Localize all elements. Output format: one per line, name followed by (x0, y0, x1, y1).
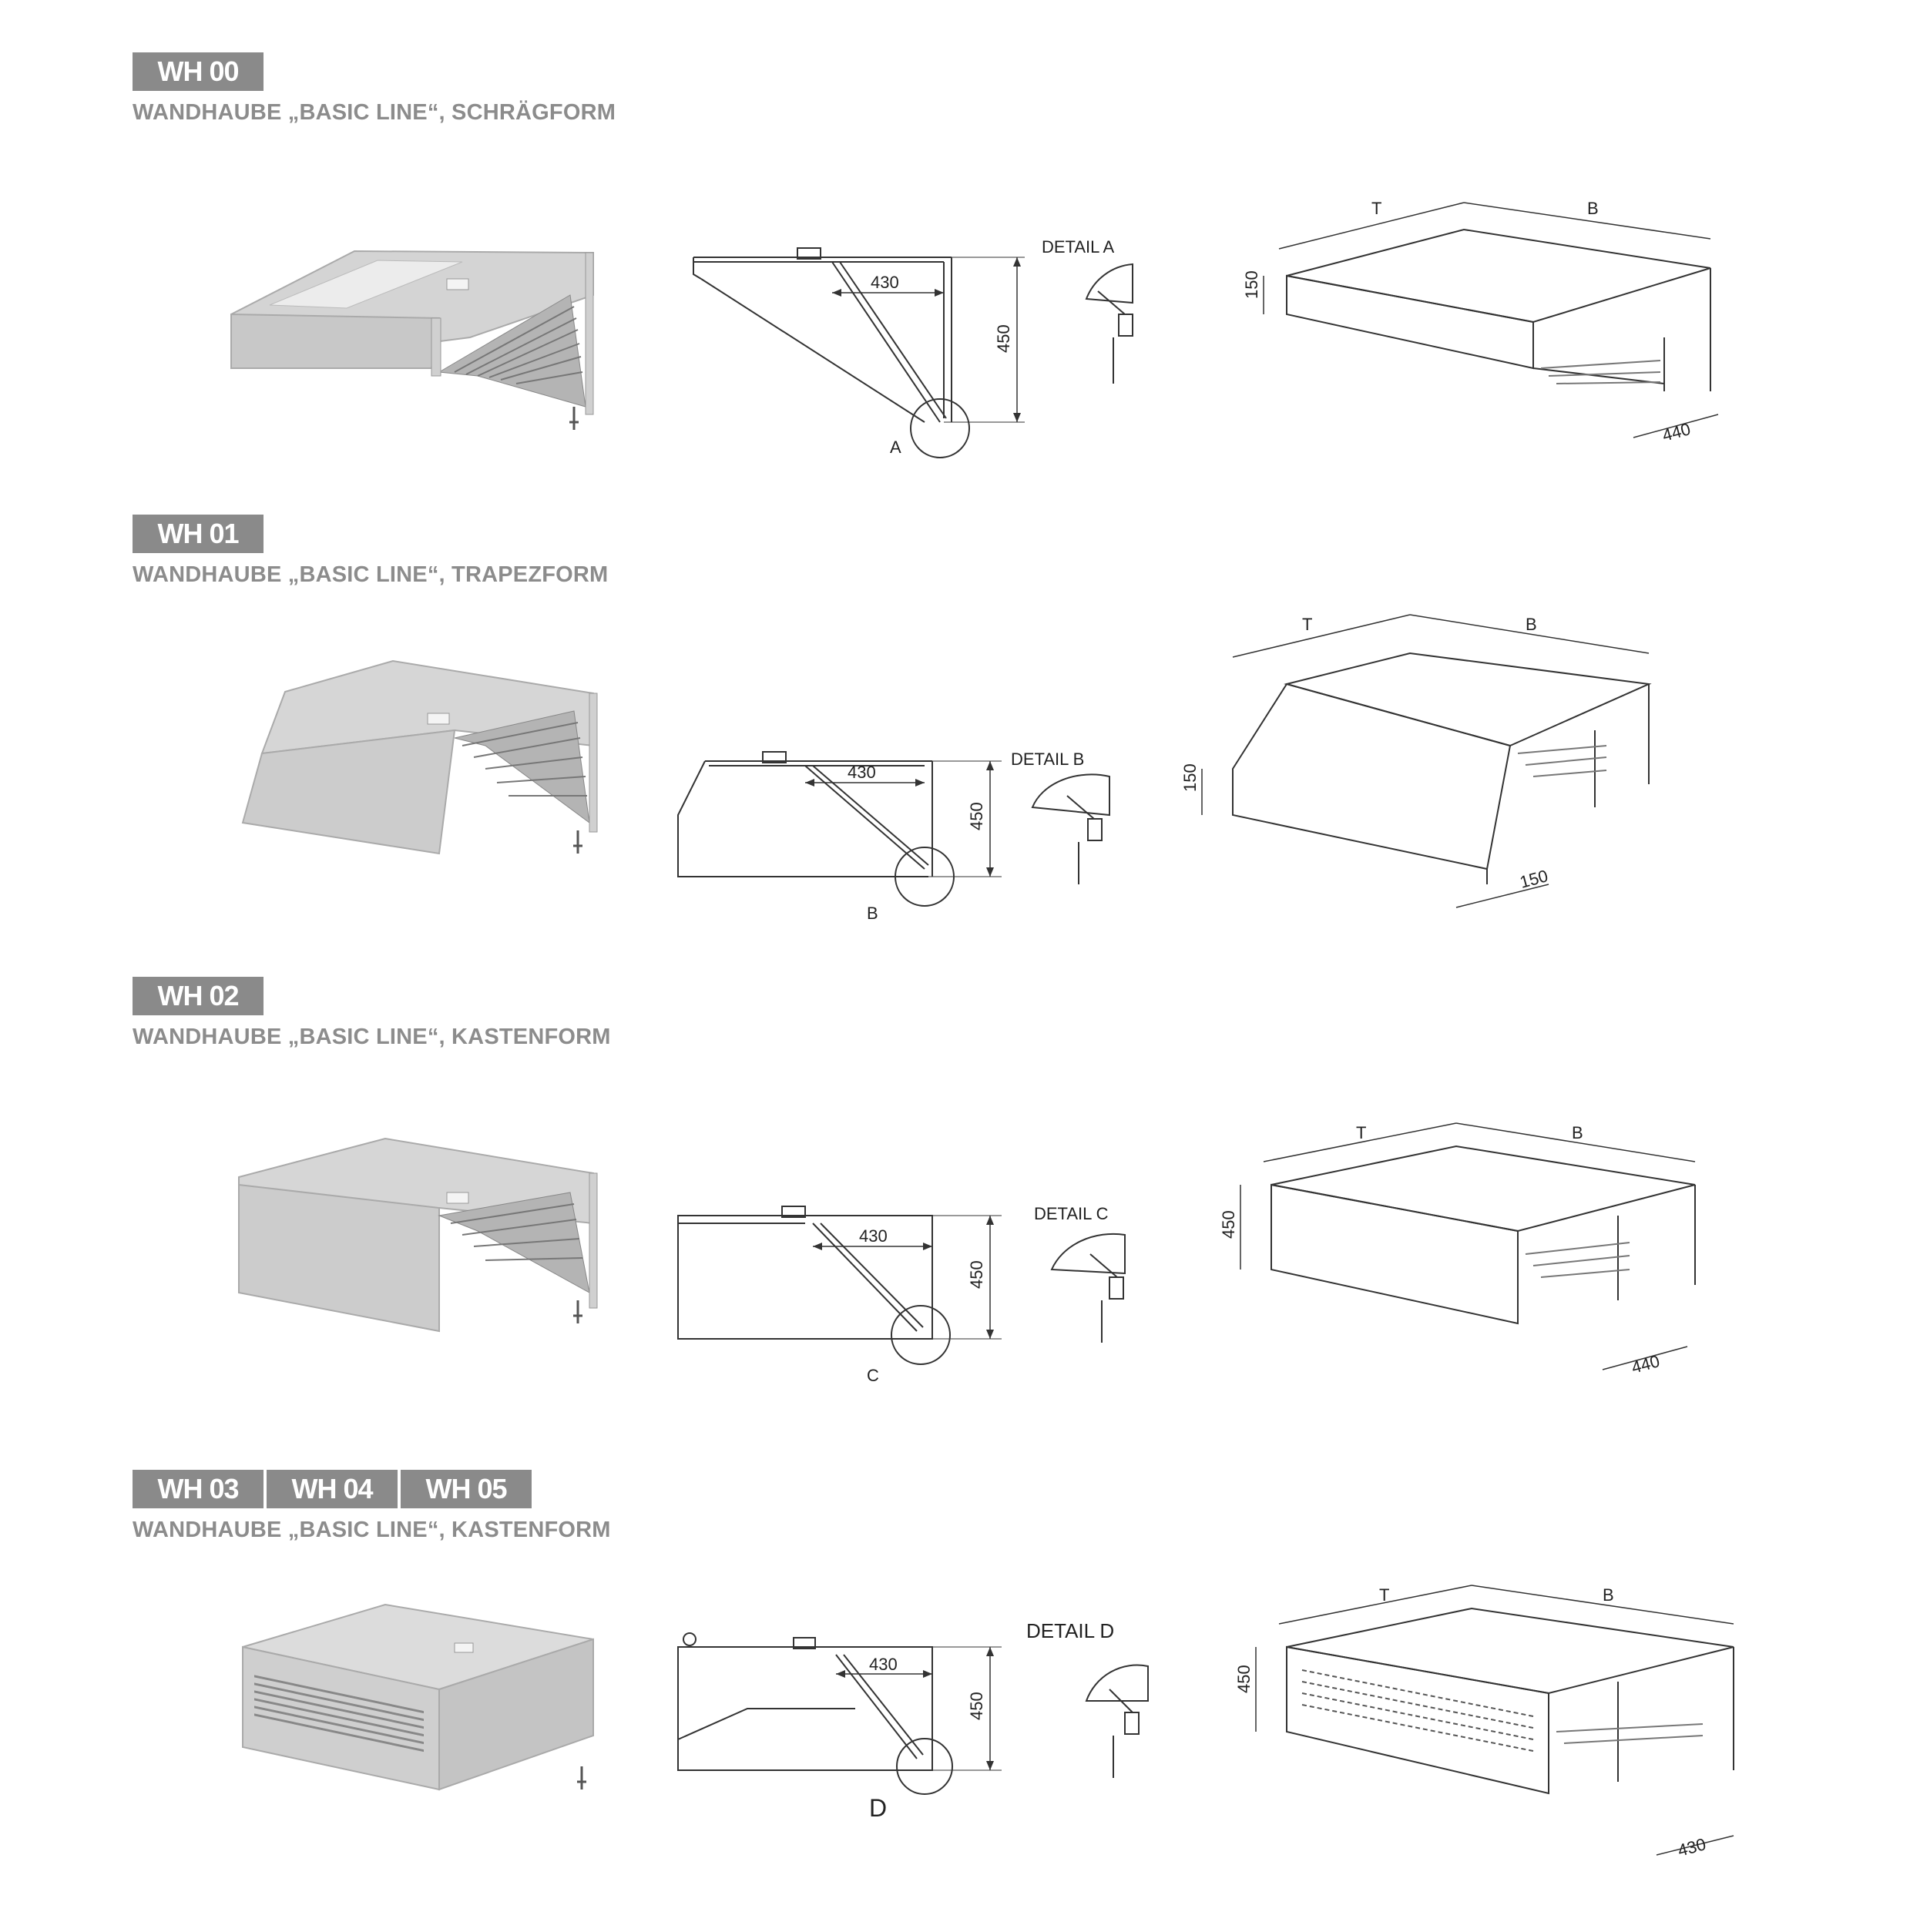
iso-front-dim: 450 (1219, 1210, 1238, 1239)
iso-b-dim: B (1526, 615, 1537, 634)
iso-front-dim: 150 (1180, 763, 1200, 792)
detail-title: DETAIL C (1034, 1204, 1109, 1223)
section-drawing: 430 450 D (677, 1632, 1002, 1822)
detail-drawing: DETAIL A (1042, 237, 1133, 384)
iso-drawing: T B 150 440 (1242, 199, 1719, 445)
detail-marker: B (867, 904, 878, 923)
model-badge: WH 02 (133, 977, 264, 1015)
section-drawing: 430 450 B (677, 751, 1002, 923)
badge-group: WH 03 WH 04 WH 05 (133, 1470, 532, 1508)
detail-drawing: DETAIL D (1026, 1619, 1149, 1778)
section-width-dim: 430 (871, 273, 899, 292)
badge-group: WH 02 (133, 977, 264, 1015)
section-height-dim: 450 (967, 1692, 986, 1720)
product-render (230, 250, 594, 430)
iso-t-dim: T (1371, 199, 1381, 218)
iso-drawing: T B 450 440 (1219, 1122, 1696, 1377)
iso-drawing: T B 450 430 (1234, 1585, 1734, 1860)
section-wh03-05: WH 03 WH 04 WH 05 WANDHAUBE „BASIC LINE“… (0, 1470, 1910, 1932)
section-drawing: 430 450 A (693, 247, 1025, 458)
section-subtitle: WANDHAUBE „BASIC LINE“, TRAPEZFORM (133, 562, 609, 587)
badge-group: WH 01 (133, 515, 264, 553)
iso-bottom-dim: 150 (1518, 866, 1550, 892)
detail-drawing: DETAIL B (1011, 750, 1110, 884)
product-render (238, 1137, 598, 1333)
detail-marker: C (867, 1366, 879, 1385)
iso-t-dim: T (1302, 615, 1312, 634)
detail-marker: A (890, 438, 901, 457)
product-render (242, 1603, 594, 1791)
section-drawing: 430 450 C (677, 1206, 1002, 1385)
section-wh00: WH 00 WANDHAUBE „BASIC LINE“, SCHRÄGFORM (0, 52, 1910, 515)
section-width-dim: 430 (869, 1655, 898, 1674)
iso-b-dim: B (1587, 199, 1599, 218)
iso-b-dim: B (1603, 1585, 1614, 1605)
iso-drawing: T B 150 150 (1180, 614, 1652, 908)
iso-bottom-dim: 440 (1630, 1351, 1662, 1377)
section-width-dim: 430 (848, 763, 876, 782)
section-subtitle: WANDHAUBE „BASIC LINE“, KASTENFORM (133, 1025, 611, 1049)
section-wh02: WH 02 WANDHAUBE „BASIC LINE“, KASTENFORM (0, 977, 1910, 1439)
detail-title: DETAIL A (1042, 237, 1114, 257)
detail-marker: D (869, 1794, 887, 1822)
detail-title: DETAIL B (1011, 750, 1084, 769)
section-height-dim: 450 (967, 802, 986, 830)
badge-group: WH 00 (133, 52, 264, 91)
product-render (241, 659, 598, 855)
section-width-dim: 430 (859, 1226, 888, 1246)
section-subtitle: WANDHAUBE „BASIC LINE“, SCHRÄGFORM (133, 100, 616, 125)
iso-bottom-dim: 440 (1660, 419, 1693, 445)
iso-front-dim: 150 (1242, 270, 1261, 299)
model-badge: WH 05 (401, 1470, 532, 1508)
model-badge: WH 01 (133, 515, 264, 553)
section-wh01: WH 01 WANDHAUBE „BASIC LINE“, TRAPEZFORM (0, 515, 1910, 977)
model-badge: WH 03 (133, 1470, 264, 1508)
iso-bottom-dim: 430 (1676, 1834, 1708, 1860)
section-height-dim: 450 (994, 324, 1013, 353)
section-subtitle: WANDHAUBE „BASIC LINE“, KASTENFORM (133, 1518, 611, 1542)
detail-drawing: DETAIL C (1034, 1204, 1126, 1343)
iso-t-dim: T (1356, 1123, 1366, 1142)
iso-front-dim: 450 (1234, 1665, 1254, 1693)
iso-b-dim: B (1572, 1123, 1583, 1142)
section-height-dim: 450 (967, 1260, 986, 1289)
model-badge: WH 04 (267, 1470, 398, 1508)
model-badge: WH 00 (133, 52, 264, 91)
iso-t-dim: T (1379, 1585, 1389, 1605)
detail-title: DETAIL D (1026, 1619, 1114, 1642)
